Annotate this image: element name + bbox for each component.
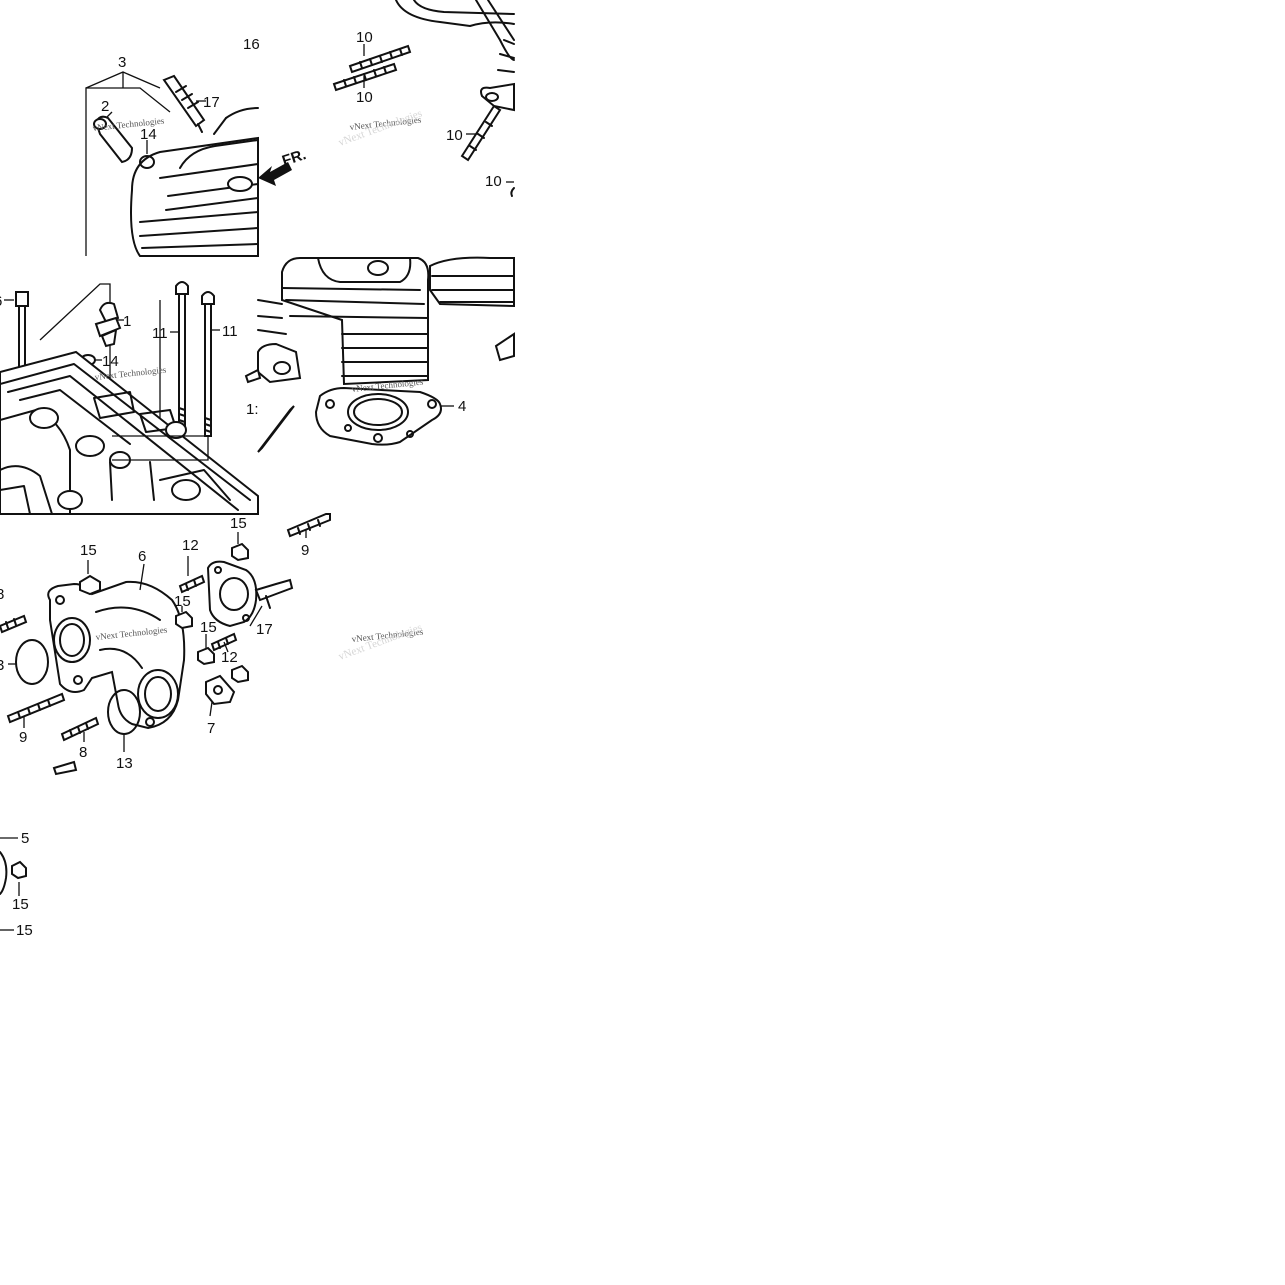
callout-6: 6 <box>138 548 146 565</box>
front-direction-arrow: FR. <box>258 146 308 186</box>
callout-17: 17 <box>203 94 220 111</box>
stud-bolt-part <box>348 44 412 74</box>
stud-bolt-part <box>0 614 28 634</box>
callout-10: 10 <box>485 173 502 190</box>
spark-plug-part <box>162 74 206 133</box>
cylinder-part <box>257 256 515 386</box>
callout-12: 12 <box>221 649 238 666</box>
o-ring-part <box>15 639 49 685</box>
tile-bottom-left-fragment: 5 15 15 <box>0 830 33 939</box>
callout-2: 2 <box>101 98 109 115</box>
flange-nut-part <box>11 860 27 880</box>
intake-manifold-part <box>47 580 186 730</box>
stud-bolt-part <box>60 716 100 742</box>
cylinder-head-part <box>0 350 259 515</box>
callout-13: 13 <box>116 755 133 772</box>
long-bolt-part <box>201 291 215 437</box>
callout-15: 15 <box>174 593 191 610</box>
callout-15: 15 <box>12 896 29 913</box>
callout-16: 16 <box>243 36 260 53</box>
stud-bolt-part <box>286 513 331 538</box>
watermark-text-faint: vNext Technologies <box>337 621 424 662</box>
callout-1: 1 <box>123 313 131 330</box>
callout-11: 11 <box>152 325 168 342</box>
stud-bolt-part <box>178 574 206 594</box>
callout-10: 10 <box>356 29 373 46</box>
callout-9: 9 <box>301 542 309 559</box>
callout-15: 15 <box>200 619 217 636</box>
callout-15: 15 <box>230 515 247 532</box>
bracket-part <box>205 674 236 706</box>
callout-15: 15 <box>16 922 33 939</box>
dowel-pin-part <box>244 368 295 453</box>
callout-4: 4 <box>458 398 466 415</box>
tile-studs-top: 10 10 10 10 vNext Technologies vNext Tec… <box>332 0 515 197</box>
head-gasket-part <box>257 342 442 446</box>
cylinder-fin-part <box>395 0 515 112</box>
stud-bolt-part <box>332 62 398 92</box>
callout-11: 11 <box>222 323 238 340</box>
callout-12: 12 <box>182 537 199 554</box>
stud-bolt-part <box>6 692 66 724</box>
callout-3: 3 <box>0 657 4 674</box>
tile-intake-manifold: 15 6 12 15 9 8 15 15 17 12 3 7 9 8 13 vN… <box>0 513 424 776</box>
tile-cylinder-head: 1 6 14 11 11 vNext Technologies <box>0 281 259 515</box>
callout-6: 6 <box>0 293 2 310</box>
callout-8: 8 <box>79 744 87 761</box>
callout-13: 1: <box>246 401 259 418</box>
manifold-edge-part <box>0 851 8 895</box>
callout-14: 14 <box>140 126 157 143</box>
tile-head-gasket: 4 1: vNext Technologies <box>244 256 515 453</box>
callout-8: 8 <box>0 586 4 603</box>
long-bolt-part <box>175 281 189 427</box>
callout-15: 15 <box>80 542 97 559</box>
front-direction-label: FR. <box>280 146 308 170</box>
callout-10: 10 <box>446 127 463 144</box>
insulator-plate-part <box>206 560 294 628</box>
o-ring-part <box>139 155 155 169</box>
breather-fitting-part <box>93 115 134 164</box>
breather-fitting-part <box>94 301 122 348</box>
flange-nut-part <box>79 542 249 684</box>
callout-14: 14 <box>102 353 119 370</box>
callout-7: 7 <box>207 720 215 737</box>
callout-17: 17 <box>256 621 273 638</box>
callout-9: 9 <box>19 729 27 746</box>
callout-5: 5 <box>21 830 29 847</box>
stud-bolt-part <box>460 104 502 162</box>
stud-bolt-part <box>52 760 78 776</box>
callout-3: 3 <box>118 54 126 71</box>
head-cover-part <box>130 107 259 257</box>
callout-10: 10 <box>356 89 373 106</box>
tile-cylinder-head-cover: FR. 16 3 17 2 14 vNext Technologies <box>85 36 308 257</box>
